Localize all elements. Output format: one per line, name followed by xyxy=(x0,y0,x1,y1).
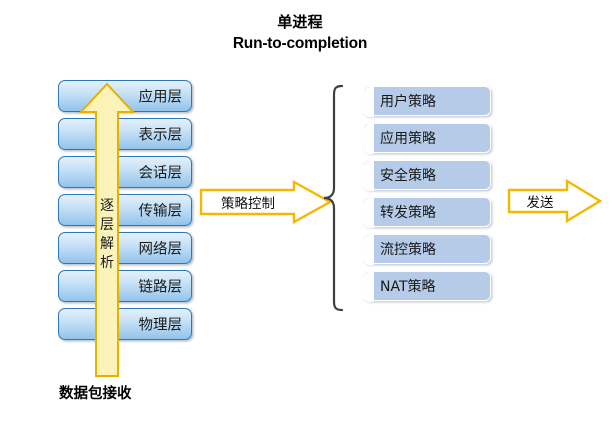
policy-box-forwarding[interactable]: 转发策略 xyxy=(363,197,491,228)
up-arrow-char: 逐 xyxy=(100,198,114,214)
layer-label: 会话层 xyxy=(138,165,183,182)
up-arrow-char: 层 xyxy=(100,217,114,233)
packet-receive-caption: 数据包接收 xyxy=(59,386,132,402)
policy-notch xyxy=(364,87,374,117)
diagram-title: 单进程 Run-to-completion xyxy=(150,12,450,54)
layer-label: 网络层 xyxy=(138,241,183,258)
policy-box-flow-control[interactable]: 流控策略 xyxy=(363,234,491,265)
policy-notch xyxy=(364,198,374,228)
layer-label: 应用层 xyxy=(138,89,183,106)
layer-label: 物理层 xyxy=(138,317,183,334)
layer-box-network[interactable]: 网络层 xyxy=(58,232,192,264)
policy-box-security[interactable]: 安全策略 xyxy=(363,160,491,191)
policy-label: 用户策略 xyxy=(380,94,436,110)
up-arrow-label: 逐 层 解 析 xyxy=(78,197,136,273)
layer-box-datalink[interactable]: 链路层 xyxy=(58,270,192,302)
policy-group-brace-icon xyxy=(322,84,344,312)
policy-notch xyxy=(364,124,374,154)
policy-label: 安全策略 xyxy=(380,168,436,184)
policy-notch xyxy=(364,235,374,265)
policy-box-application[interactable]: 应用策略 xyxy=(363,123,491,154)
osi-layer-stack: 应用层 表示层 会话层 传输层 网络层 链路层 物理层 xyxy=(58,80,198,345)
policy-list: 用户策略 应用策略 安全策略 转发策略 流控策略 NAT策略 xyxy=(363,86,498,308)
policy-box-user[interactable]: 用户策略 xyxy=(363,86,491,117)
layer-box-transport[interactable]: 传输层 xyxy=(58,194,192,226)
policy-label: 流控策略 xyxy=(380,242,436,258)
title-line-english: Run-to-completion xyxy=(232,35,368,52)
layer-box-presentation[interactable]: 表示层 xyxy=(58,118,192,150)
send-arrow[interactable]: 发送 xyxy=(507,178,602,224)
layer-box-physical[interactable]: 物理层 xyxy=(58,308,192,340)
policy-label: NAT策略 xyxy=(380,279,436,295)
title-line-chinese: 单进程 xyxy=(277,14,323,31)
policy-label: 转发策略 xyxy=(380,205,436,221)
policy-notch xyxy=(364,161,374,191)
policy-control-arrow-label: 策略控制 xyxy=(221,196,275,212)
policy-notch xyxy=(364,272,374,302)
policy-label: 应用策略 xyxy=(380,131,436,147)
layer-parse-up-arrow-icon: 逐 层 解 析 xyxy=(78,82,136,378)
up-arrow-char: 解 xyxy=(100,236,114,252)
policy-box-nat[interactable]: NAT策略 xyxy=(363,271,491,302)
layer-label: 链路层 xyxy=(138,279,183,296)
policy-control-arrow[interactable]: 策略控制 xyxy=(199,180,332,224)
up-arrow-char: 析 xyxy=(100,255,114,271)
layer-box-session[interactable]: 会话层 xyxy=(58,156,192,188)
layer-label: 表示层 xyxy=(138,127,183,144)
layer-label: 传输层 xyxy=(138,203,183,220)
send-arrow-label: 发送 xyxy=(526,195,554,211)
